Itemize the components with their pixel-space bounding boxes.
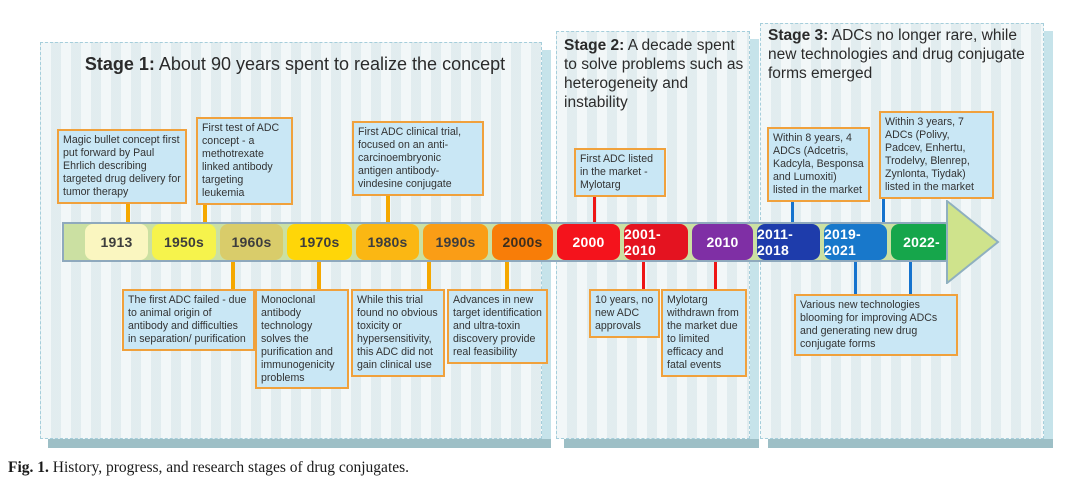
event-box-first-adc-failed: The first ADC failed - due to animal ori… — [122, 289, 255, 351]
timeline-segment-2000s: 2000s — [492, 224, 553, 260]
connector-line — [427, 260, 431, 306]
figure-caption-text: History, progress, and research stages o… — [48, 459, 410, 476]
timeline-segment-1950s: 1950s — [152, 224, 216, 260]
event-box-advances-feasibility: Advances in new target identification an… — [447, 289, 548, 364]
timeline-segment-1960s: 1960s — [220, 224, 283, 260]
stage1-title-label: Stage 1: — [84, 54, 155, 74]
timeline-segment-2022: 2022- — [891, 224, 952, 260]
event-box-4-adcs-listed: Within 8 years, 4 ADCs (Adcetris, Kadcyl… — [767, 127, 870, 202]
stage2-title-label: Stage 2: — [564, 37, 625, 54]
timeline-segment-2010: 2010 — [692, 224, 753, 260]
event-box-first-adc-test: First test of ADC concept - a methotrexa… — [196, 117, 293, 205]
connector-line — [505, 260, 509, 306]
stage3-title-label: Stage 3: — [768, 27, 829, 44]
event-box-new-technologies: Various new technologies blooming for im… — [794, 294, 958, 356]
timeline-segment-1980s: 1980s — [356, 224, 419, 260]
event-box-magic-bullet: Magic bullet concept first put forward b… — [57, 129, 187, 204]
connector-line — [909, 260, 912, 302]
stage2-title: Stage 2: A decade spent to solve problem… — [564, 37, 746, 113]
figure-caption: Fig. 1. History, progress, and research … — [8, 459, 409, 477]
connector-line — [642, 260, 645, 306]
timeline-segment-1913: 1913 — [85, 224, 148, 260]
timeline-bar: 1913 1950s 1960s 1970s 1980s 1990s 2000s… — [62, 222, 958, 262]
connector-line — [593, 170, 596, 224]
event-box-first-clinical-trial: First ADC clinical trial, focused on an … — [352, 121, 484, 196]
connector-line — [231, 260, 235, 306]
timeline-segment-2019-2021: 2019-2021 — [824, 224, 887, 260]
stage3-title-text: ADCs no longer rare, while new technolog… — [768, 27, 1025, 82]
event-box-monoclonal-antibody: Monoclonal antibody technology solves th… — [255, 289, 349, 390]
event-box-no-clinical-use: While this trial found no obvious toxici… — [351, 289, 445, 377]
event-box-no-new-approvals: 10 years, no new ADC approvals — [589, 289, 660, 338]
stage2-title-text: A decade spent to solve problems such as… — [564, 37, 744, 111]
connector-line — [317, 260, 321, 306]
stage3-title: Stage 3: ADCs no longer rare, while new … — [768, 27, 1036, 84]
connector-line — [714, 260, 717, 306]
timeline-arrowhead-icon — [946, 200, 1000, 284]
stage1-title-text: About 90 years spent to realize the conc… — [154, 54, 506, 74]
event-box-mylotarg-withdrawn: Mylotarg withdrawn from the market due t… — [661, 289, 747, 377]
timeline-segment-1970s: 1970s — [287, 224, 352, 260]
figure-caption-label: Fig. 1. — [8, 459, 49, 476]
event-box-7-adcs-listed: Within 3 years, 7 ADCs (Polivy, Padcev, … — [879, 111, 994, 199]
timeline-segment-2011-2018: 2011-2018 — [757, 224, 820, 260]
event-box-mylotarg-listed: First ADC listed in the market - Mylotar… — [574, 148, 666, 197]
connector-line — [854, 260, 857, 302]
timeline-segment-2001-2010: 2001-2010 — [624, 224, 688, 260]
timeline-segment-2000: 2000 — [557, 224, 620, 260]
stage1-title: Stage 1: About 90 years spent to realize… — [70, 54, 520, 76]
timeline-segment-1990s: 1990s — [423, 224, 488, 260]
